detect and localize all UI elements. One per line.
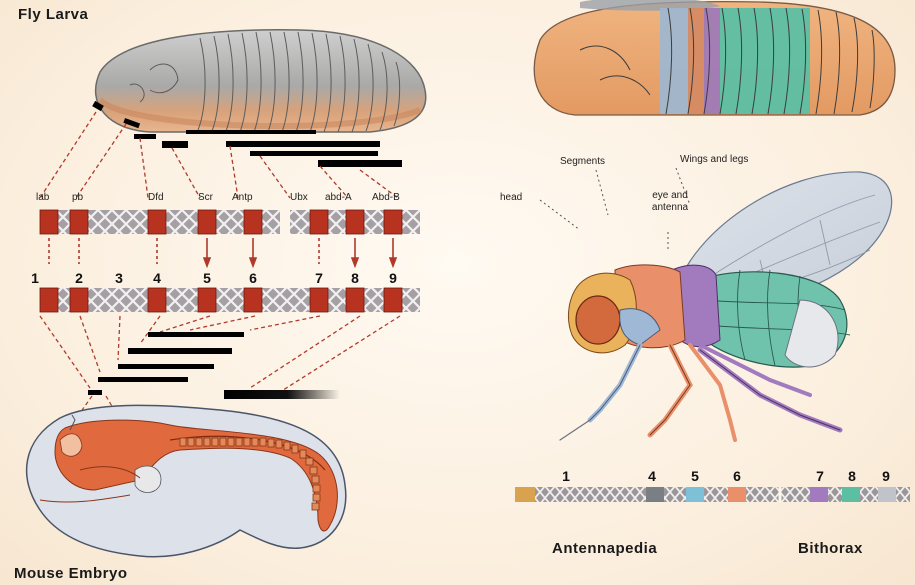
- cluster-number-9: 9: [876, 468, 896, 484]
- mouse-gene-6: 6: [243, 270, 263, 286]
- mouse-gene-3: 3: [109, 270, 129, 286]
- cluster-number-1: 1: [556, 468, 576, 484]
- cluster-number-8: 8: [842, 468, 862, 484]
- colored-larva-drawing: [534, 0, 895, 115]
- gene-label-dfd: Dfd: [148, 192, 164, 203]
- mouse-gene-4: 4: [147, 270, 167, 286]
- homology-arrows: [49, 238, 396, 266]
- mouse-gene-8: 8: [345, 270, 365, 286]
- cluster-number-4: 4: [642, 468, 662, 484]
- cluster-number-7: 7: [810, 468, 830, 484]
- mouse-embryo-title: Mouse Embryo: [14, 565, 128, 582]
- eye-antenna-label: eye and antenna: [640, 190, 700, 214]
- mouse-embryo-drawing: [27, 405, 346, 556]
- fly-hox-chromosome: [40, 210, 420, 234]
- cluster-number-5: 5: [685, 468, 705, 484]
- fly-larva-drawing: [96, 30, 426, 132]
- head-label: head: [500, 192, 522, 203]
- antennapedia-label: Antennapedia: [552, 540, 657, 557]
- mouse-gene-7: 7: [309, 270, 329, 286]
- mouse-gene-9: 9: [383, 270, 403, 286]
- mouse-expression-bars: [88, 332, 340, 399]
- mouse-gene-2: 2: [69, 270, 89, 286]
- gene-label-abd-b: Abd-B: [372, 192, 400, 203]
- gene-label-pb: pb: [72, 192, 83, 203]
- gene-label-ubx: Ubx: [290, 192, 308, 203]
- mouse-gene-5: 5: [197, 270, 217, 286]
- cluster-number-6: 6: [727, 468, 747, 484]
- fly-bottom-chromosome: [515, 487, 910, 502]
- segments-label: Segments: [560, 156, 605, 167]
- fly-larva-title: Fly Larva: [18, 6, 88, 23]
- mouse-gene-1: 1: [25, 270, 45, 286]
- bithorax-label: Bithorax: [798, 540, 863, 557]
- gene-label-lab: lab: [36, 192, 49, 203]
- gene-label-scr: Scr: [198, 192, 213, 203]
- mouse-hox-chromosome: [40, 288, 420, 312]
- gene-label-antp: Antp: [232, 192, 253, 203]
- wings-legs-label: Wings and legs: [680, 154, 748, 165]
- gene-label-abd-a: abd-A: [325, 192, 352, 203]
- adult-fly-drawing: [560, 172, 892, 440]
